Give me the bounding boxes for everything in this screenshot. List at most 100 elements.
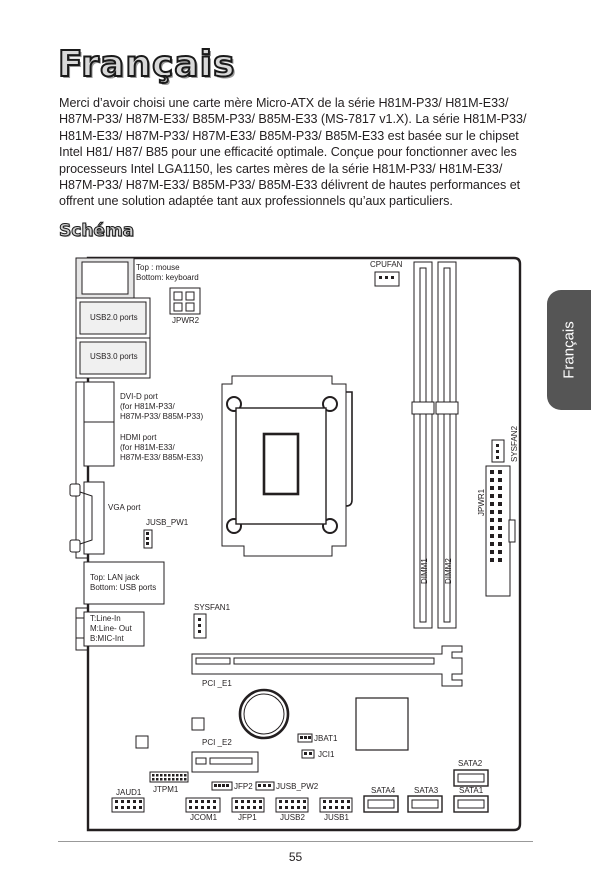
pin bbox=[279, 806, 282, 809]
pin bbox=[498, 534, 502, 538]
pin bbox=[490, 510, 494, 514]
pin bbox=[335, 800, 338, 803]
pin bbox=[133, 800, 136, 803]
pin bbox=[235, 806, 238, 809]
pin bbox=[329, 800, 332, 803]
pin bbox=[490, 542, 494, 546]
pin bbox=[146, 537, 149, 540]
pin bbox=[304, 752, 307, 755]
label-audio-1: T:Line-In bbox=[90, 614, 121, 623]
pin bbox=[235, 800, 238, 803]
pin bbox=[490, 470, 494, 474]
pin bbox=[259, 806, 262, 809]
label-sata2: SATA2 bbox=[458, 759, 483, 768]
pin bbox=[198, 630, 201, 633]
label-jfp1: JFP1 bbox=[238, 813, 257, 822]
pin bbox=[226, 784, 229, 787]
pin bbox=[498, 550, 502, 554]
pci-e1-slot bbox=[191, 645, 463, 687]
page-number: 55 bbox=[288, 850, 303, 864]
label-cpufan: CPUFAN bbox=[370, 260, 403, 269]
cmos-battery bbox=[238, 688, 290, 740]
lan-usb-connector bbox=[83, 561, 165, 605]
dvi-hdmi-connector bbox=[83, 381, 115, 467]
pin bbox=[259, 800, 262, 803]
pin bbox=[156, 774, 159, 777]
label-hdmi-3: H87M-E33/ B85M-E33) bbox=[120, 453, 203, 462]
pin bbox=[247, 800, 250, 803]
pin bbox=[172, 774, 175, 777]
pin bbox=[490, 534, 494, 538]
pin bbox=[152, 778, 155, 781]
pin bbox=[498, 526, 502, 530]
pin bbox=[121, 800, 124, 803]
pin bbox=[323, 806, 326, 809]
pin bbox=[198, 624, 201, 627]
pci-e2-slot bbox=[191, 751, 259, 773]
dimm2-slot bbox=[437, 261, 457, 629]
label-audio-2: M:Line- Out bbox=[90, 624, 133, 633]
pin bbox=[490, 518, 494, 522]
pin bbox=[335, 806, 338, 809]
label-audio-3: B:MIC-Int bbox=[90, 634, 125, 643]
pin bbox=[323, 800, 326, 803]
pin bbox=[160, 778, 163, 781]
pin bbox=[379, 276, 382, 279]
intro-paragraph: Merci d’avoir choisi une carte mère Micr… bbox=[59, 96, 527, 209]
pin bbox=[341, 800, 344, 803]
pin bbox=[308, 736, 311, 739]
pin bbox=[139, 806, 142, 809]
pin bbox=[156, 778, 159, 781]
pin bbox=[496, 450, 499, 453]
pin bbox=[201, 806, 204, 809]
pin bbox=[168, 774, 171, 777]
pin bbox=[127, 800, 130, 803]
pin bbox=[184, 778, 187, 781]
pin bbox=[241, 806, 244, 809]
pin bbox=[258, 784, 261, 787]
pin bbox=[213, 806, 216, 809]
pin bbox=[160, 774, 163, 777]
label-dimm1: DIMM1 bbox=[420, 558, 429, 584]
sata2-connector bbox=[453, 769, 489, 787]
pin bbox=[291, 806, 294, 809]
pin bbox=[268, 784, 271, 787]
label-dvi-1: DVI-D port bbox=[120, 392, 159, 401]
label-dimm2: DIMM2 bbox=[444, 558, 453, 584]
pin bbox=[496, 456, 499, 459]
pin bbox=[498, 502, 502, 506]
label-jusb1: JUSB1 bbox=[324, 813, 349, 822]
pin bbox=[253, 806, 256, 809]
pin bbox=[139, 800, 142, 803]
pin bbox=[279, 800, 282, 803]
label-lan-top: Top: LAN jack bbox=[90, 573, 140, 582]
pin bbox=[213, 800, 216, 803]
language-side-tab: Français bbox=[547, 290, 591, 410]
pin bbox=[490, 502, 494, 506]
pin bbox=[180, 774, 183, 777]
label-jtpm1: JTPM1 bbox=[153, 785, 179, 794]
pin bbox=[498, 486, 502, 490]
label-jpwr1: JPWR1 bbox=[477, 488, 486, 516]
label-jbat1: JBAT1 bbox=[314, 734, 338, 743]
chipset bbox=[355, 697, 409, 751]
pin bbox=[189, 806, 192, 809]
label-pci-e2: PCI _E2 bbox=[202, 738, 232, 747]
label-jcom1: JCOM1 bbox=[190, 813, 218, 822]
pin bbox=[207, 800, 210, 803]
label-jci1: JCI1 bbox=[318, 750, 335, 759]
pin bbox=[168, 778, 171, 781]
vga-connector bbox=[83, 481, 105, 555]
pin bbox=[490, 558, 494, 562]
pin bbox=[115, 800, 118, 803]
pin bbox=[189, 800, 192, 803]
pin bbox=[253, 800, 256, 803]
pin bbox=[498, 494, 502, 498]
pin bbox=[247, 806, 250, 809]
label-hdmi-2: (for H81M-E33/ bbox=[120, 443, 175, 452]
label-jusb2: JUSB2 bbox=[280, 813, 305, 822]
pin bbox=[490, 494, 494, 498]
pin bbox=[176, 778, 179, 781]
label-lan-bottom: Bottom: USB ports bbox=[90, 583, 156, 592]
label-sata1: SATA1 bbox=[459, 786, 484, 795]
